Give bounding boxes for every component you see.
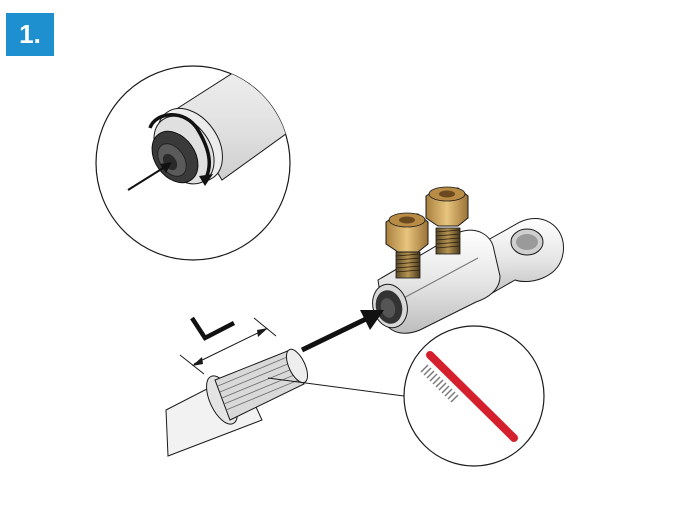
insertion-arrow-icon xyxy=(300,310,384,353)
mechanical-connector-icon xyxy=(372,186,564,334)
wire-brush-icon xyxy=(403,325,545,467)
stripped-cable-icon xyxy=(165,348,405,457)
rotation-insert-detail-icon xyxy=(95,65,291,261)
strip-length-l-icon xyxy=(179,316,277,375)
step-number-badge: 1. xyxy=(6,13,54,56)
